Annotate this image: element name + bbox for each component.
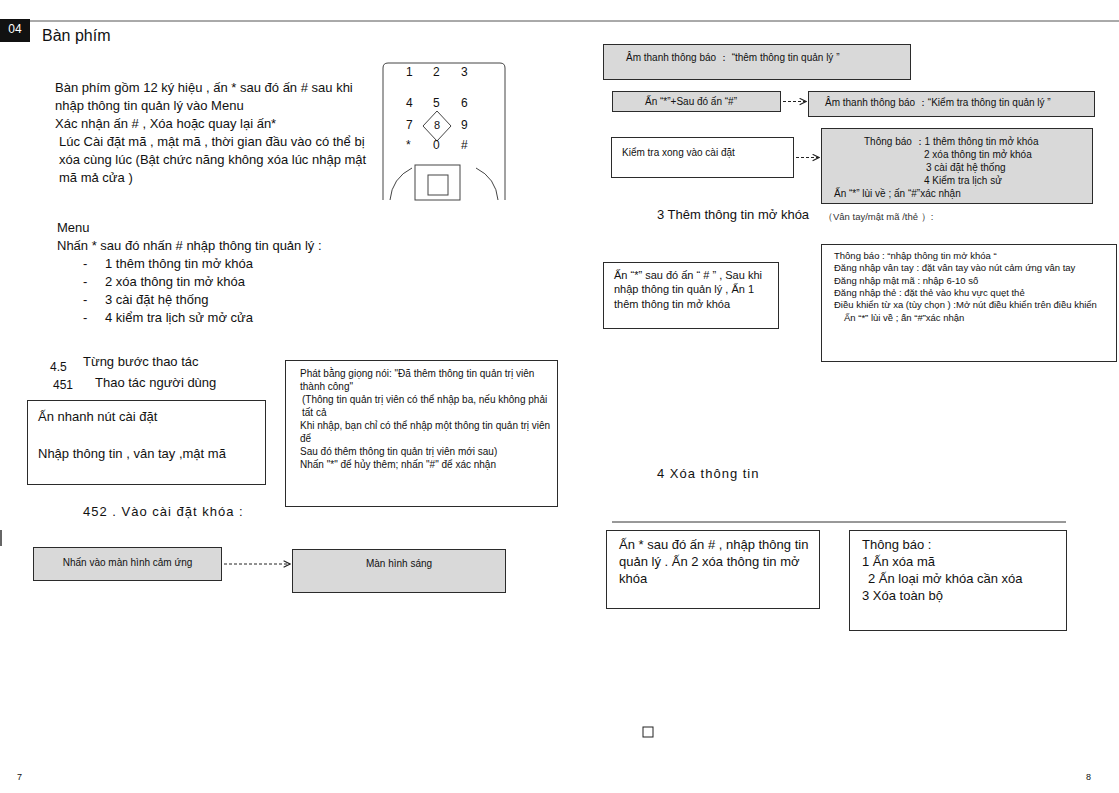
- box-text: Âm thanh thông báo ： “thêm thông tin quả…: [626, 51, 904, 64]
- menu-item: 1 thêm thông tin mở khóa: [105, 256, 253, 273]
- keypad-key: 4: [406, 96, 413, 112]
- keypad-handle: [415, 165, 460, 200]
- keypad-curve: [390, 168, 498, 200]
- box-text: 3 cài đặt hệ thống: [926, 161, 1088, 174]
- box-text: 2 Ấn loại mở khóa cần xóa: [868, 571, 1062, 588]
- body-text: Xác nhận ấn # , Xóa hoặc quay lại ấn*: [55, 115, 373, 133]
- dashed-arrow: [796, 157, 819, 158]
- menu-item: 2 xóa thông tin mở khóa: [105, 274, 245, 291]
- text-block: Bàn phím gồm 12 ký hiệu , ấn * sau đó ấn…: [55, 79, 373, 187]
- keypad-key: *: [406, 138, 411, 154]
- box-text: Đăng nhập thẻ : đặt thẻ vào khu vực quẹt…: [834, 287, 1112, 299]
- section-number: 451: [53, 378, 73, 394]
- box-text: Ấn “*”+Sau đó ấn “#”: [645, 95, 776, 108]
- menu-item: 3 cài đặt hệ thống: [105, 292, 208, 309]
- process-box: Ấn “*” sau đó ấn “ # ” , Sau khi nhập th…: [603, 262, 779, 329]
- keypad-key: 9: [461, 118, 468, 134]
- keypad-key: 2: [433, 65, 440, 81]
- process-box: Ấn nhanh nút cài đặtNhập thông tin , vân…: [27, 400, 266, 485]
- key-diamond: [423, 111, 451, 141]
- keypad-frame: [383, 63, 505, 200]
- keypad-key: 1: [406, 65, 413, 81]
- process-box: Thông báo :1 Ấn xóa mã2 Ấn loại mở khóa …: [849, 530, 1067, 631]
- box-text: Nhấn "*" để hủy thêm; nhấn "#" để xác nh…: [300, 458, 551, 471]
- box-text: Ấn * sau đó ấn # , nhập thông tin quản l…: [619, 537, 815, 588]
- margin-tick: [0, 530, 2, 546]
- dashed-arrow: [224, 564, 290, 565]
- box-text: 2 xóa thông tin mở khóa: [924, 148, 1088, 161]
- box-text: Âm thanh thông báo ：“Kiểm tra thông tin …: [825, 96, 1090, 109]
- small-square: [643, 727, 653, 737]
- box-text: 1 Ấn xóa mã: [862, 554, 1062, 571]
- list-dash: -: [83, 292, 87, 309]
- box-text: Nhập thông tin , vân tay ,mật mã: [38, 446, 257, 463]
- box-text: (Thông tin quản trị viên có thể nhập ba,…: [302, 393, 551, 419]
- process-box: Màn hình sáng: [292, 549, 506, 593]
- section-heading: 3 Thêm thông tin mở khóa: [657, 207, 809, 224]
- menu-item: 4 kiểm tra lịch sử mở cửa: [105, 310, 253, 327]
- keypad-key: 6: [461, 96, 468, 112]
- dashed-arrow: [783, 101, 806, 102]
- page-number: 8: [1086, 772, 1091, 784]
- note-box: Thông báo : “nhập thông tin mở khóa “Đăn…: [821, 244, 1117, 362]
- box-text: Nhấn vào màn hình cảm ứng: [38, 556, 217, 569]
- keypad-key: 7: [406, 118, 413, 134]
- section-note: （Vân tay/mật mã /thẻ ）:: [823, 211, 933, 223]
- box-text: Ấn “*” lùi về ; ấn “#”xác nhận: [834, 187, 1088, 200]
- body-text: Bàn phím gồm 12 ký hiệu , ấn * sau đó ấn…: [55, 79, 373, 115]
- box-text: Thông báo : “nhập thông tin mở khóa “: [834, 250, 1112, 262]
- section-number: 4.5: [50, 360, 67, 376]
- keypad-illustration: [383, 63, 505, 200]
- box-text: Ấn nhanh nút cài đặt: [38, 409, 257, 426]
- process-box: Nhấn vào màn hình cảm ứng: [33, 547, 222, 581]
- box-text: 3 Xóa toàn bộ: [862, 588, 1062, 605]
- process-box: Ấn “*”+Sau đó ấn “#”: [612, 91, 781, 112]
- menu-heading: Menu: [57, 220, 90, 237]
- keypad-key: 5: [433, 96, 440, 112]
- section-number: 04: [0, 22, 30, 38]
- list-dash: -: [83, 274, 87, 291]
- section-tab: [0, 19, 30, 42]
- process-box: Kiểm tra xong vào cài đặt: [611, 137, 794, 178]
- section-rule: [612, 522, 1066, 523]
- section-heading: 4 Xóa thông tin: [657, 466, 759, 483]
- keypad-key: 0: [433, 138, 440, 154]
- box-text: Sau đó thêm thông tin quản trị viên mới …: [300, 445, 551, 458]
- box-text: Ấn “*” sau đó ấn “ # ” , Sau khi nhập th…: [614, 268, 774, 311]
- list-dash: -: [83, 256, 87, 273]
- box-text: Điều khiển từ xa (tùy chọn ) :Mở nút điề…: [834, 299, 1112, 311]
- box-text: Thông báo :: [862, 537, 1062, 554]
- box-text: Ấn “*” lùi về ; ấn “#”xác nhận: [844, 312, 1112, 324]
- box-text: Màn hình sáng: [297, 557, 501, 570]
- keypad-key: #: [461, 138, 468, 154]
- process-box: Ấn * sau đó ấn # , nhập thông tin quản l…: [606, 530, 820, 609]
- section-heading: 452 . Vào cài đặt khóa :: [83, 504, 244, 521]
- process-box: Âm thanh thông báo ： “thêm thông tin quả…: [603, 44, 911, 80]
- process-box: Âm thanh thông báo ：“Kiểm tra thông tin …: [808, 91, 1095, 117]
- page-number: 7: [17, 772, 22, 784]
- box-text: Khi nhập, bạn chỉ có thể nhập một thông …: [300, 419, 551, 445]
- note-box: Phát bằng giọng nói: "Đã thêm thông tin …: [285, 360, 558, 507]
- box-text: Thông báo ：1 thêm thông tin mở khóa: [864, 135, 1088, 148]
- menu-box: Thông báo ：1 thêm thông tin mở khóa2 xóa…: [821, 128, 1093, 204]
- box-text: Kiểm tra xong vào cài đặt: [622, 146, 789, 159]
- page-title: Bàn phím: [42, 26, 110, 47]
- box-text: Đăng nhập vân tay : đặt vân tay vào nút …: [834, 262, 1112, 274]
- keypad-handle-inner: [428, 175, 448, 195]
- keypad-key: 8: [434, 118, 440, 132]
- keypad-key: 3: [461, 65, 468, 81]
- section-heading: Từng bước thao tác: [83, 354, 199, 371]
- box-text: Phát bằng giọng nói: "Đã thêm thông tin …: [300, 367, 551, 393]
- list-dash: -: [83, 310, 87, 327]
- body-text: Lúc Cài đặt mã , mật mã , thời gian đầu …: [55, 133, 373, 187]
- box-text: 4 Kiểm tra lịch sử: [924, 174, 1088, 187]
- header-rule: [30, 21, 1119, 22]
- section-heading: Thao tác người dùng: [95, 375, 216, 392]
- box-text: Đăng nhập mật mã : nhập 6-10 số: [834, 275, 1112, 287]
- menu-intro: Nhấn * sau đó nhấn # nhập thông tin quản…: [57, 238, 322, 255]
